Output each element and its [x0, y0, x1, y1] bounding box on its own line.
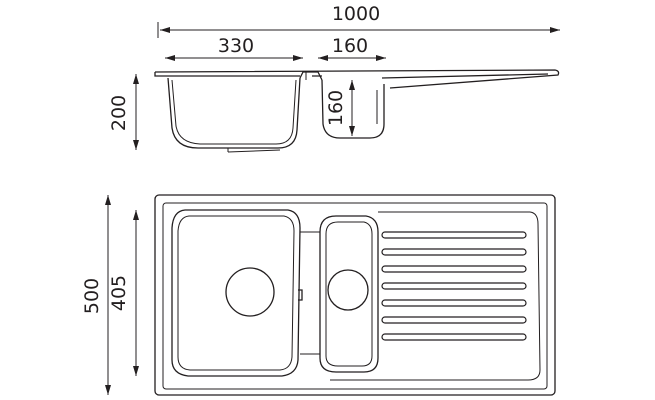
arrow-right	[376, 55, 386, 61]
sink-plan-view	[154, 194, 556, 396]
drainer-groove	[381, 333, 527, 341]
dimension-bowl-length: 405	[108, 210, 139, 376]
arrow-left	[318, 55, 328, 61]
large-bowl-waste-line	[227, 149, 281, 153]
arrow-top	[133, 210, 139, 220]
small-bowl-section	[321, 79, 385, 139]
dimension-small-bowl-depth: 160	[325, 80, 355, 136]
bowl-length-label: 405	[108, 275, 130, 311]
drainer-grooves	[381, 231, 527, 341]
dimension-overall-length: 1000	[157, 3, 560, 38]
large-bowl-waste-outlet	[225, 267, 275, 317]
arrow-bottom	[349, 126, 355, 136]
bowl-depth-label: 200	[108, 95, 130, 131]
dimension-overall-width: 500	[81, 195, 111, 395]
arrow-right	[550, 27, 560, 33]
arrow-bottom	[105, 385, 111, 395]
large-bowl-plan	[171, 209, 301, 377]
drainer-groove	[381, 248, 527, 256]
small-bowl-width-label: 160	[332, 35, 368, 57]
arrow-top	[349, 80, 355, 90]
arrow-top	[105, 195, 111, 205]
arrow-bottom	[133, 366, 139, 376]
drainer-groove	[381, 282, 527, 290]
sink-rim-inner	[162, 202, 548, 390]
overall-width-label: 500	[81, 278, 103, 314]
deck-top-edge	[154, 69, 560, 89]
arrow-bottom	[133, 140, 139, 150]
small-bowl-plan	[319, 215, 379, 373]
sink-outer-edge	[154, 194, 556, 396]
drainer-groove	[381, 231, 527, 239]
overall-length-label: 1000	[332, 3, 380, 25]
drainer-groove	[381, 299, 527, 307]
small-bowl-depth-label: 160	[325, 90, 347, 126]
arrow-top	[133, 74, 139, 84]
drainer-groove	[381, 265, 527, 273]
drainer-board-outline	[330, 211, 541, 381]
deck-underside	[154, 72, 549, 79]
large-bowl-outline-inner	[171, 79, 297, 145]
overflow-slot	[298, 289, 303, 301]
arrow-left	[165, 55, 175, 61]
large-bowl-plan-inner	[177, 215, 295, 371]
large-bowl-section	[167, 77, 301, 149]
arrow-left	[160, 27, 170, 33]
small-bowl-plan-inner	[325, 221, 373, 367]
drainer-groove	[381, 316, 527, 324]
small-bowl-waste-outlet	[327, 269, 369, 311]
dimension-small-bowl-width: 160	[318, 35, 386, 61]
bowl-divider-section	[299, 71, 323, 81]
dimension-bowl-depth: 200	[108, 74, 139, 150]
large-bowl-width-label: 330	[218, 35, 254, 57]
sink-side-section	[154, 69, 560, 153]
arrow-right	[293, 55, 303, 61]
bowl-divider-plan	[300, 231, 320, 355]
dimension-large-bowl-width: 330	[165, 35, 303, 61]
